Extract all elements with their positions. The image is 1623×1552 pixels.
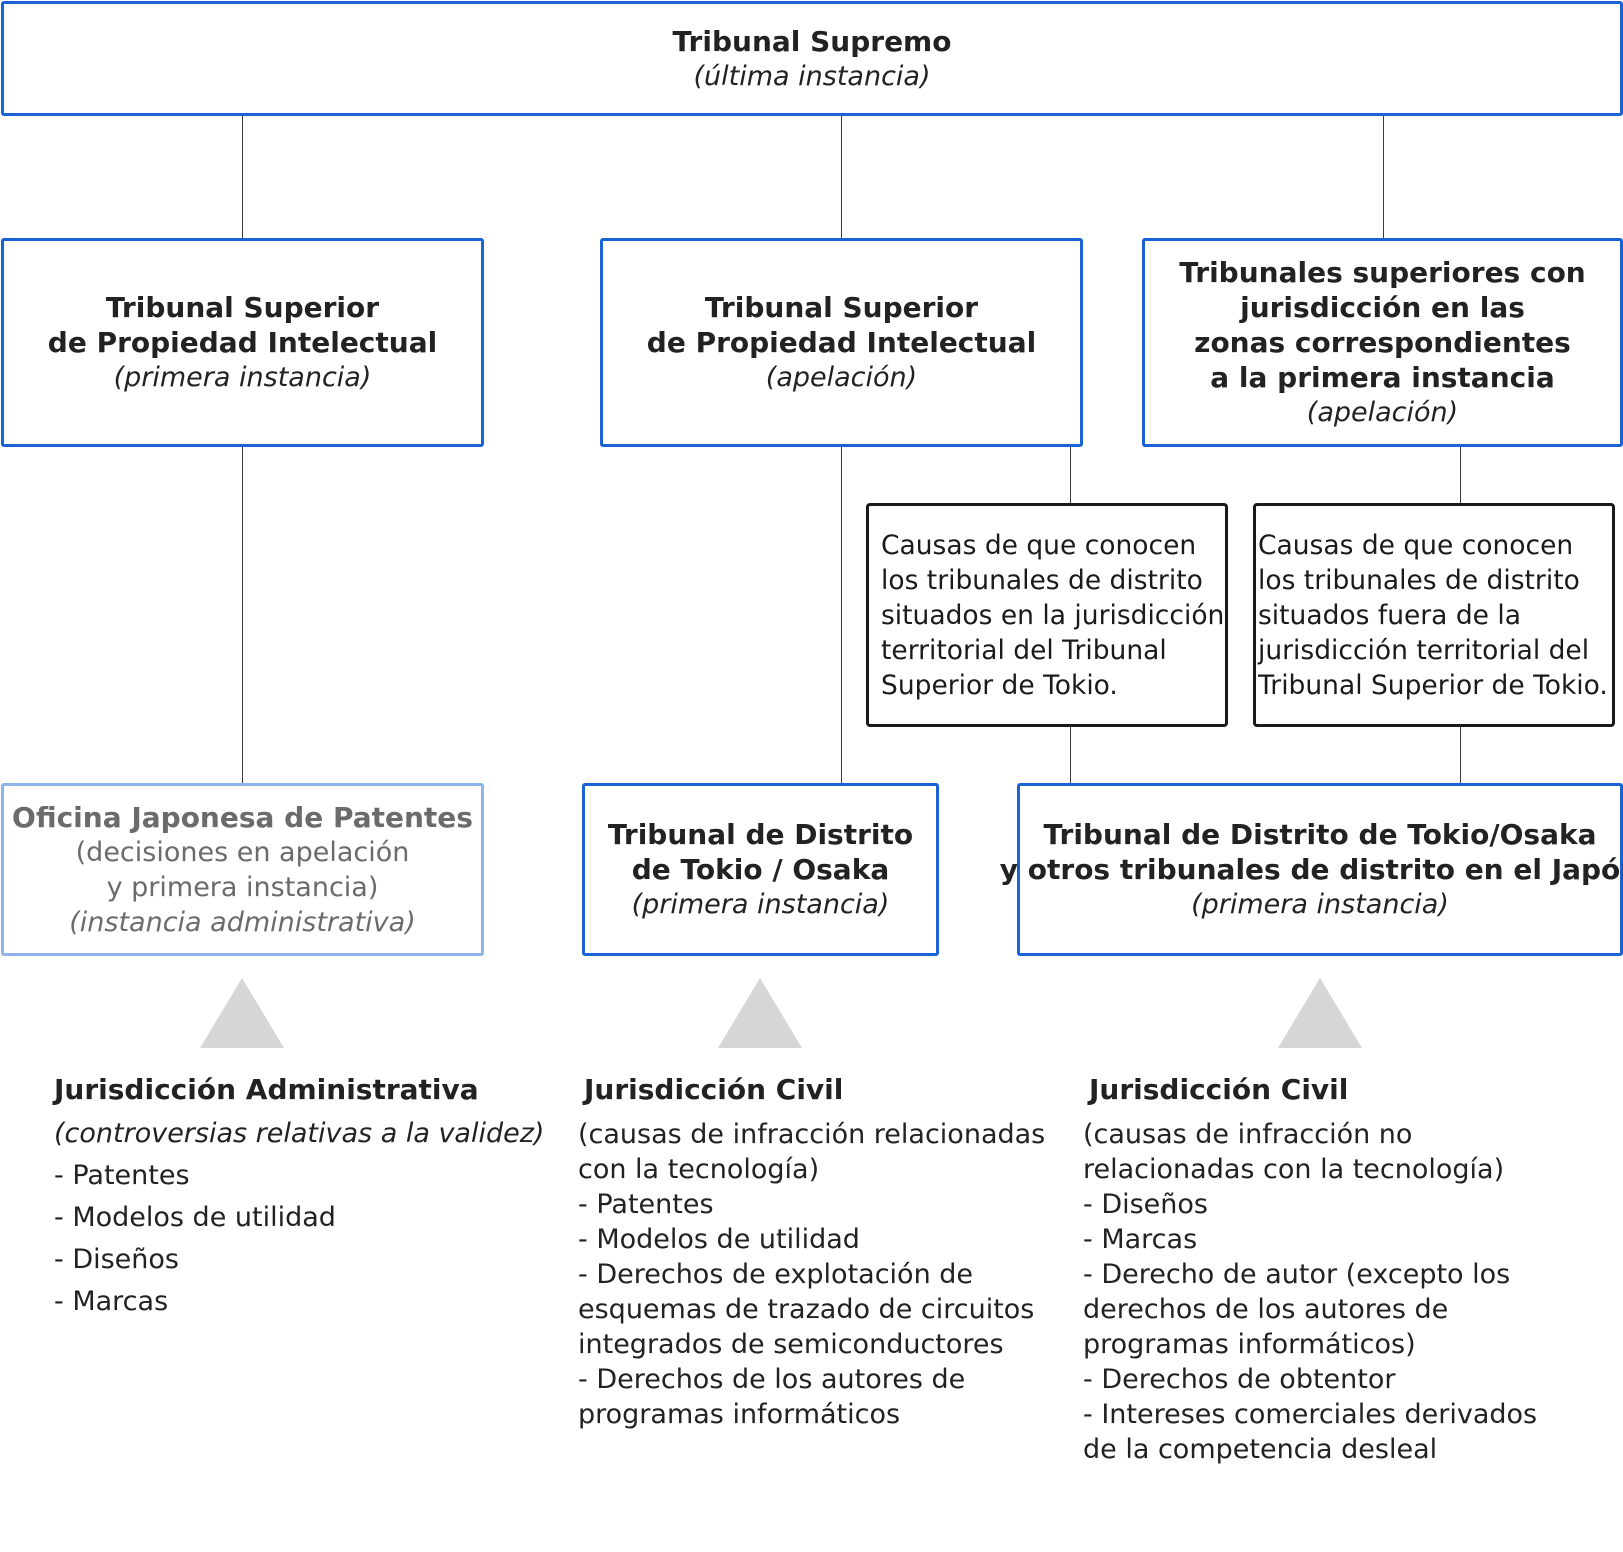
supreme-court-box: Tribunal Supremo (última instancia) (1, 1, 1623, 116)
admin-jurisdiction-subtitle: (controversias relativas a la validez) (54, 1116, 544, 1151)
civil-nontech-line: (causas de infracción no (1083, 1117, 1537, 1152)
civil-nontech-heading: Jurisdicción Civil (1089, 1072, 1537, 1107)
patent-office-line2: (decisiones en apelación (76, 835, 410, 870)
supreme-court-subtitle: (última instancia) (693, 59, 930, 94)
connector-ip-appeal-note-tokyo (1070, 447, 1071, 503)
connector-note-outside-district-all (1460, 727, 1461, 783)
civil-tech-line: - Patentes (578, 1187, 1045, 1222)
connector-supreme-ip-appeal (841, 116, 842, 238)
district-tokyo-osaka-subtitle: (primera instancia) (632, 887, 890, 922)
admin-jurisdiction-item: - Marcas (54, 1284, 544, 1319)
regional-high-courts-title-line3: zonas correspondientes (1194, 325, 1571, 360)
civil-tech-line: - Derechos de los autores de (578, 1362, 1045, 1397)
civil-nontech-line: - Derechos de obtentor (1083, 1362, 1537, 1397)
regional-high-courts-box: Tribunales superiores con jurisdicción e… (1142, 238, 1623, 447)
ip-high-court-first-subtitle: (primera instancia) (114, 360, 372, 395)
civil-tech-line: con la tecnología) (578, 1152, 1045, 1187)
connector-regional-note-outside (1460, 447, 1461, 503)
civil-nontech-line: derechos de los autores de (1083, 1292, 1537, 1327)
civil-tech-line: - Derechos de explotación de (578, 1257, 1045, 1292)
note-tokyo-line: Causas de que conocen (881, 528, 1196, 563)
connector-supreme-regional (1383, 116, 1384, 238)
civil-tech-line: (causas de infracción relacionadas (578, 1117, 1045, 1152)
civil-nontech-line: - Derecho de autor (excepto los (1083, 1257, 1537, 1292)
admin-jurisdiction-heading: Jurisdicción Administrativa (54, 1072, 544, 1107)
civil-tech-line: programas informáticos (578, 1397, 1045, 1432)
civil-nontech-jurisdiction-column: Jurisdicción Civil (causas de infracción… (1083, 1072, 1537, 1467)
note-outside-line: Causas de que conocen (1258, 528, 1573, 563)
note-outside-line: jurisdicción territorial del (1258, 633, 1589, 668)
supreme-court-title: Tribunal Supremo (673, 24, 952, 59)
admin-jurisdiction-item: - Modelos de utilidad (54, 1200, 544, 1235)
district-court-tokyo-osaka-box: Tribunal de Distrito de Tokio / Osaka (p… (582, 783, 939, 956)
regional-high-courts-title-line1: Tribunales superiores con (1179, 255, 1586, 290)
district-all-title-line1: Tribunal de Distrito de Tokio/Osaka (1044, 817, 1597, 852)
note-tokyo-jurisdiction-box: Causas de que conocen los tribunales de … (866, 503, 1228, 727)
note-tokyo-line: los tribunales de distrito (881, 563, 1203, 598)
district-tokyo-osaka-title-line2: de Tokio / Osaka (632, 852, 889, 887)
district-all-title-line2: y otros tribunales de distrito en el Jap… (1000, 852, 1623, 887)
patent-office-title: Oficina Japonesa de Patentes (12, 800, 473, 835)
civil-nontech-line: - Diseños (1083, 1187, 1537, 1222)
civil-nontech-line: - Marcas (1083, 1222, 1537, 1257)
civil-tech-jurisdiction-column: Jurisdicción Civil (causas de infracción… (578, 1072, 1045, 1432)
note-tokyo-line: situados en la jurisdicción (881, 598, 1224, 633)
ip-high-court-first-title-line2: de Propiedad Intelectual (48, 325, 437, 360)
patent-office-box: Oficina Japonesa de Patentes (decisiones… (1, 783, 484, 956)
regional-high-courts-title-line4: a la primera instancia (1210, 360, 1554, 395)
ip-high-court-appeal-subtitle: (apelación) (766, 360, 917, 395)
civil-nontech-line: - Intereses comerciales derivados (1083, 1397, 1537, 1432)
regional-high-courts-subtitle: (apelación) (1307, 395, 1458, 430)
civil-tech-line: integrados de semiconductores (578, 1327, 1045, 1362)
ip-high-court-first-title-line1: Tribunal Superior (106, 290, 379, 325)
note-outside-line: Tribunal Superior de Tokio. (1258, 668, 1608, 703)
note-outside-line: situados fuera de la (1258, 598, 1521, 633)
patent-office-line3: y primera instancia) (107, 870, 379, 905)
triangle-civil-nontech-icon (1278, 978, 1362, 1048)
connector-supreme-ip-first (242, 116, 243, 238)
civil-tech-line: esquemas de trazado de circuitos (578, 1292, 1045, 1327)
civil-nontech-line: de la competencia desleal (1083, 1432, 1537, 1467)
admin-jurisdiction-item: - Patentes (54, 1158, 544, 1193)
note-tokyo-line: territorial del Tribunal (881, 633, 1167, 668)
civil-tech-line: - Modelos de utilidad (578, 1222, 1045, 1257)
note-tokyo-line: Superior de Tokio. (881, 668, 1118, 703)
patent-office-subtitle: (instancia administrativa) (69, 905, 415, 940)
admin-jurisdiction-item: - Diseños (54, 1242, 544, 1277)
civil-tech-heading: Jurisdicción Civil (584, 1072, 1045, 1107)
triangle-admin-icon (200, 978, 284, 1048)
ip-high-court-appeal-box: Tribunal Superior de Propiedad Intelectu… (600, 238, 1083, 447)
note-outside-jurisdiction-box: Causas de que conocen los tribunales de … (1253, 503, 1615, 727)
district-all-subtitle: (primera instancia) (1191, 887, 1449, 922)
note-outside-line: los tribunales de distrito (1258, 563, 1580, 598)
district-tokyo-osaka-title-line1: Tribunal de Distrito (608, 817, 913, 852)
civil-nontech-line: relacionadas con la tecnología) (1083, 1152, 1537, 1187)
connector-ip-first-patent-office (242, 447, 243, 783)
connector-ip-appeal-district-tokyo (841, 447, 842, 783)
ip-high-court-first-instance-box: Tribunal Superior de Propiedad Intelectu… (1, 238, 484, 447)
admin-jurisdiction-column: Jurisdicción Administrativa (controversi… (54, 1072, 544, 1319)
ip-high-court-appeal-title-line2: de Propiedad Intelectual (647, 325, 1036, 360)
regional-high-courts-title-line2: jurisdicción en las (1240, 290, 1525, 325)
district-courts-all-box: Tribunal de Distrito de Tokio/Osaka y ot… (1017, 783, 1623, 956)
ip-high-court-appeal-title-line1: Tribunal Superior (705, 290, 978, 325)
triangle-civil-tech-icon (718, 978, 802, 1048)
connector-note-tokyo-district-all (1070, 727, 1071, 783)
civil-nontech-line: programas informáticos) (1083, 1327, 1537, 1362)
